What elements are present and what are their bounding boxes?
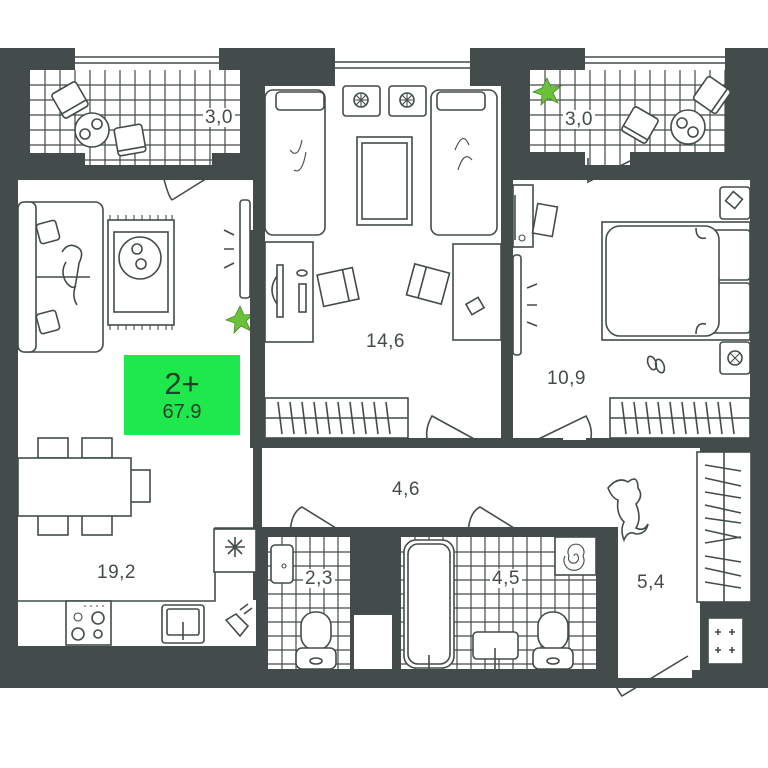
wardrobe-icon <box>609 397 751 439</box>
bed-icon <box>430 89 498 236</box>
tv-icon <box>512 254 538 356</box>
plant-icon <box>531 77 563 107</box>
area-label-kitchen-living: 19,2 <box>95 562 138 583</box>
armchair-icon <box>621 106 659 144</box>
wardrobe-icon <box>696 451 752 603</box>
rug-icon <box>107 215 175 330</box>
chair-icon <box>405 262 451 306</box>
area-label-entrance-hall: 5,4 <box>635 572 667 593</box>
corridor-room <box>262 438 768 698</box>
washing-machine-icon <box>554 536 597 576</box>
bathtub-icon <box>403 539 455 669</box>
toilet-icon <box>532 611 574 670</box>
nightstand-icon <box>342 85 427 117</box>
area-label-bathroom: 4,5 <box>490 568 522 589</box>
rug-icon <box>356 136 413 226</box>
sink-icon <box>270 544 294 584</box>
balcony-right-room <box>500 48 768 183</box>
bed-icon <box>264 89 326 236</box>
master-bedroom-room <box>512 152 768 458</box>
cat-icon <box>61 244 83 306</box>
armchair-icon <box>51 81 89 119</box>
toilet-icon <box>295 611 337 670</box>
room-count: 2+ <box>164 365 200 401</box>
area-label-toilet: 2,3 <box>303 568 335 589</box>
dog-icon <box>607 478 649 543</box>
bathroom-room <box>401 506 608 688</box>
slippers-icon <box>646 355 666 374</box>
desk-icon <box>264 241 502 343</box>
area-label-corridor: 4,6 <box>390 479 422 500</box>
chair-icon <box>531 202 559 238</box>
sink-icon <box>472 631 519 669</box>
area-label-balcony-right: 3,0 <box>563 109 595 130</box>
tv-icon <box>223 199 251 299</box>
kids-bedroom-room <box>250 48 518 448</box>
area-label-kids-bedroom: 14,6 <box>364 331 407 352</box>
nightstand-icon <box>719 186 751 375</box>
dining-table-icon <box>17 437 151 536</box>
dish-icon <box>224 603 253 638</box>
desk-icon <box>512 184 534 248</box>
armchair-icon <box>692 75 732 115</box>
apartment-summary-badge: 2+ 67.9 <box>124 355 240 435</box>
double-bed-icon <box>601 221 751 341</box>
wardrobe-icon <box>264 397 409 439</box>
coffee-table-icon <box>74 112 110 148</box>
armchair-icon <box>113 123 147 157</box>
coffee-table-icon <box>670 109 706 145</box>
area-label-balcony-left: 3,0 <box>203 107 235 128</box>
sofa-icon <box>17 201 104 353</box>
shoe-cabinet-icon <box>707 617 744 665</box>
area-label-master-bedroom: 10,9 <box>545 368 588 389</box>
kitchen-counter-icon <box>18 527 257 646</box>
chair-icon <box>316 266 360 308</box>
total-area: 67.9 <box>162 400 202 423</box>
